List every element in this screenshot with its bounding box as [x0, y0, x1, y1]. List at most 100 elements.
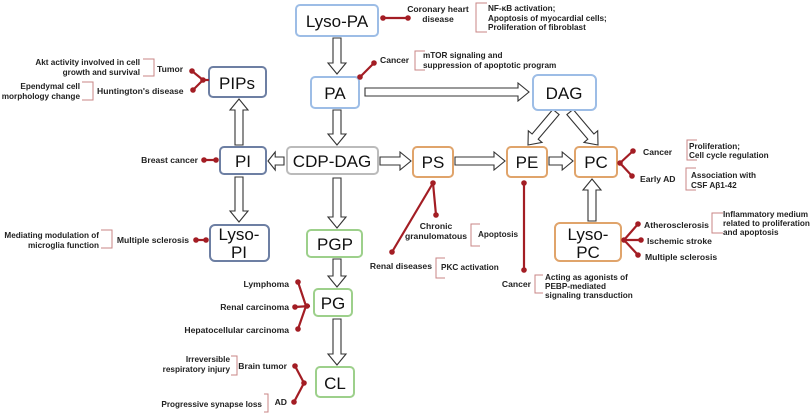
- svg-text:CSF Aβ1-42: CSF Aβ1-42: [691, 181, 737, 190]
- svg-text:AD: AD: [275, 397, 287, 407]
- svg-text:morphology change: morphology change: [2, 92, 81, 101]
- node-cl: CL: [315, 366, 355, 398]
- arrow-lyso-pc-to-pc: [581, 178, 603, 222]
- svg-text:PEBP-mediated: PEBP-mediated: [545, 282, 606, 291]
- node-pg: PG: [313, 288, 353, 317]
- svg-text:PIPs: PIPs: [219, 74, 255, 93]
- svg-text:granulomatous: granulomatous: [405, 231, 467, 241]
- svg-text:Cancer: Cancer: [643, 147, 673, 157]
- node-pc: PC: [574, 146, 618, 178]
- svg-text:PE: PE: [516, 153, 539, 172]
- svg-text:respiratory injury: respiratory injury: [163, 365, 231, 374]
- svg-text:DAG: DAG: [546, 84, 583, 103]
- svg-text:Early AD: Early AD: [640, 174, 676, 184]
- node-dag: DAG: [532, 74, 597, 111]
- svg-text:growth and survival: growth and survival: [63, 68, 140, 77]
- svg-text:Coronary heart: Coronary heart: [407, 4, 469, 14]
- svg-text:Proliferation of fibroblast: Proliferation of fibroblast: [488, 23, 586, 32]
- svg-text:Inflammatory medium: Inflammatory medium: [723, 210, 808, 219]
- svg-text:PS: PS: [422, 153, 445, 172]
- svg-text:Apoptosis of myocardial cells;: Apoptosis of myocardial cells;: [488, 14, 607, 23]
- lyso-pa-annotations: Coronary heart disease NF-κB activation;…: [380, 2, 607, 33]
- arrow-cdp-dag-to-pgp: [326, 177, 348, 229]
- svg-text:Hepatocellular carcinoma: Hepatocellular carcinoma: [184, 325, 289, 335]
- node-pi: PI: [219, 146, 267, 175]
- arrow-pgp-to-pg: [326, 258, 348, 288]
- svg-text:Lyso-: Lyso-: [568, 225, 609, 244]
- svg-text:Renal carcinoma: Renal carcinoma: [220, 302, 289, 312]
- arrow-pi-to-lyso-pi: [228, 176, 250, 223]
- arrow-ps-to-pe: [454, 150, 506, 172]
- pg-annotations: Lymphoma Renal carcinoma Hepatocellular …: [184, 279, 311, 335]
- svg-text:Mediating modulation of: Mediating modulation of: [4, 231, 99, 240]
- svg-text:Acting as agonists of: Acting as agonists of: [545, 273, 628, 282]
- lyso-pc-annotations: Atherosclerosis Inflammatory medium rela…: [621, 210, 810, 262]
- svg-text:PI: PI: [235, 152, 251, 171]
- svg-text:NF-κB activation;: NF-κB activation;: [488, 4, 555, 13]
- svg-text:Apoptosis: Apoptosis: [478, 230, 518, 239]
- svg-text:Renal diseases: Renal diseases: [370, 261, 432, 271]
- cl-annotations: Brain tumor Irreversible respiratory inj…: [161, 355, 307, 413]
- svg-text:Cancer: Cancer: [380, 55, 410, 65]
- svg-text:Multiple sclerosis: Multiple sclerosis: [117, 235, 189, 245]
- node-ps: PS: [412, 146, 454, 178]
- svg-text:Chronic: Chronic: [420, 221, 453, 231]
- svg-text:PG: PG: [321, 294, 346, 313]
- svg-text:Cell cycle regulation: Cell cycle regulation: [689, 151, 769, 160]
- node-pe: PE: [506, 146, 548, 178]
- arrow-pa-to-cdp-dag: [326, 109, 348, 146]
- svg-text:disease: disease: [422, 14, 454, 24]
- arrows: [228, 37, 603, 366]
- svg-text:PA: PA: [324, 84, 346, 103]
- svg-text:microglia function: microglia function: [28, 241, 99, 250]
- svg-text:CL: CL: [324, 374, 346, 393]
- arrow-dag-to-pc: [566, 108, 599, 146]
- arrow-dag-to-pe: [527, 108, 560, 146]
- node-lyso-pi: Lyso-PI: [209, 224, 270, 262]
- svg-text:CDP-DAG: CDP-DAG: [293, 152, 371, 171]
- svg-text:Atherosclerosis: Atherosclerosis: [644, 220, 709, 230]
- arrow-cdp-dag-to-ps: [379, 150, 412, 172]
- node-cdp-dag: CDP-DAG: [286, 146, 379, 175]
- svg-text:Proliferation;: Proliferation;: [689, 142, 740, 151]
- svg-text:and apoptosis: and apoptosis: [723, 228, 779, 237]
- node-pa: PA: [310, 76, 360, 109]
- pips-annotations: Tumor Akt activity involved in cell grow…: [2, 58, 209, 101]
- arrow-pg-to-cl: [326, 318, 348, 366]
- pi-annotations: Breast cancer: [141, 155, 219, 165]
- pe-annotations: Cancer Acting as agonists of PEBP-mediat…: [502, 180, 633, 300]
- svg-text:PGP: PGP: [317, 235, 353, 254]
- node-lyso-pc: Lyso-PC: [554, 222, 622, 262]
- svg-text:Irreversible: Irreversible: [186, 355, 231, 364]
- node-pgp: PGP: [306, 229, 363, 258]
- svg-text:PC: PC: [576, 243, 600, 262]
- svg-text:Ischemic stroke: Ischemic stroke: [647, 236, 712, 246]
- pc-annotations: Cancer Proliferation; Cell cycle regulat…: [617, 139, 769, 191]
- arrow-pe-to-pc: [548, 150, 574, 172]
- lyso-pi-annotations: Multiple sclerosis Mediating modulation …: [4, 229, 209, 250]
- arrow-lyso-pa-to-pa: [326, 37, 348, 75]
- svg-text:mTOR signaling and: mTOR signaling and: [423, 51, 502, 60]
- svg-text:Lymphoma: Lymphoma: [243, 279, 289, 289]
- arrow-cdp-dag-to-pi: [267, 150, 285, 172]
- arrow-pa-to-dag: [364, 81, 530, 103]
- svg-text:Akt activity involved in cell: Akt activity involved in cell: [35, 58, 140, 67]
- svg-text:related to proliferation: related to proliferation: [723, 219, 810, 228]
- svg-text:PI: PI: [231, 243, 247, 262]
- svg-text:Cancer: Cancer: [502, 279, 532, 289]
- svg-text:Breast cancer: Breast cancer: [141, 155, 199, 165]
- svg-text:PC: PC: [584, 153, 608, 172]
- svg-text:signaling transduction: signaling transduction: [545, 291, 633, 300]
- node-pips: PIPs: [208, 66, 267, 98]
- svg-text:Association with: Association with: [691, 171, 756, 180]
- svg-text:Brain tumor: Brain tumor: [238, 361, 287, 371]
- svg-text:Progressive synapse loss: Progressive synapse loss: [161, 400, 262, 409]
- svg-text:Multiple sclerosis: Multiple sclerosis: [645, 252, 717, 262]
- node-lyso-pa: Lyso-PA: [295, 4, 379, 37]
- svg-text:Lyso-: Lyso-: [219, 225, 260, 244]
- svg-text:Lyso-PA: Lyso-PA: [306, 12, 369, 31]
- svg-text:suppression of apoptotic progr: suppression of apoptotic program: [423, 61, 556, 70]
- svg-text:Tumor: Tumor: [157, 64, 184, 74]
- ps-annotations: Chronic granulomatous Apoptosis Renal di…: [370, 180, 518, 279]
